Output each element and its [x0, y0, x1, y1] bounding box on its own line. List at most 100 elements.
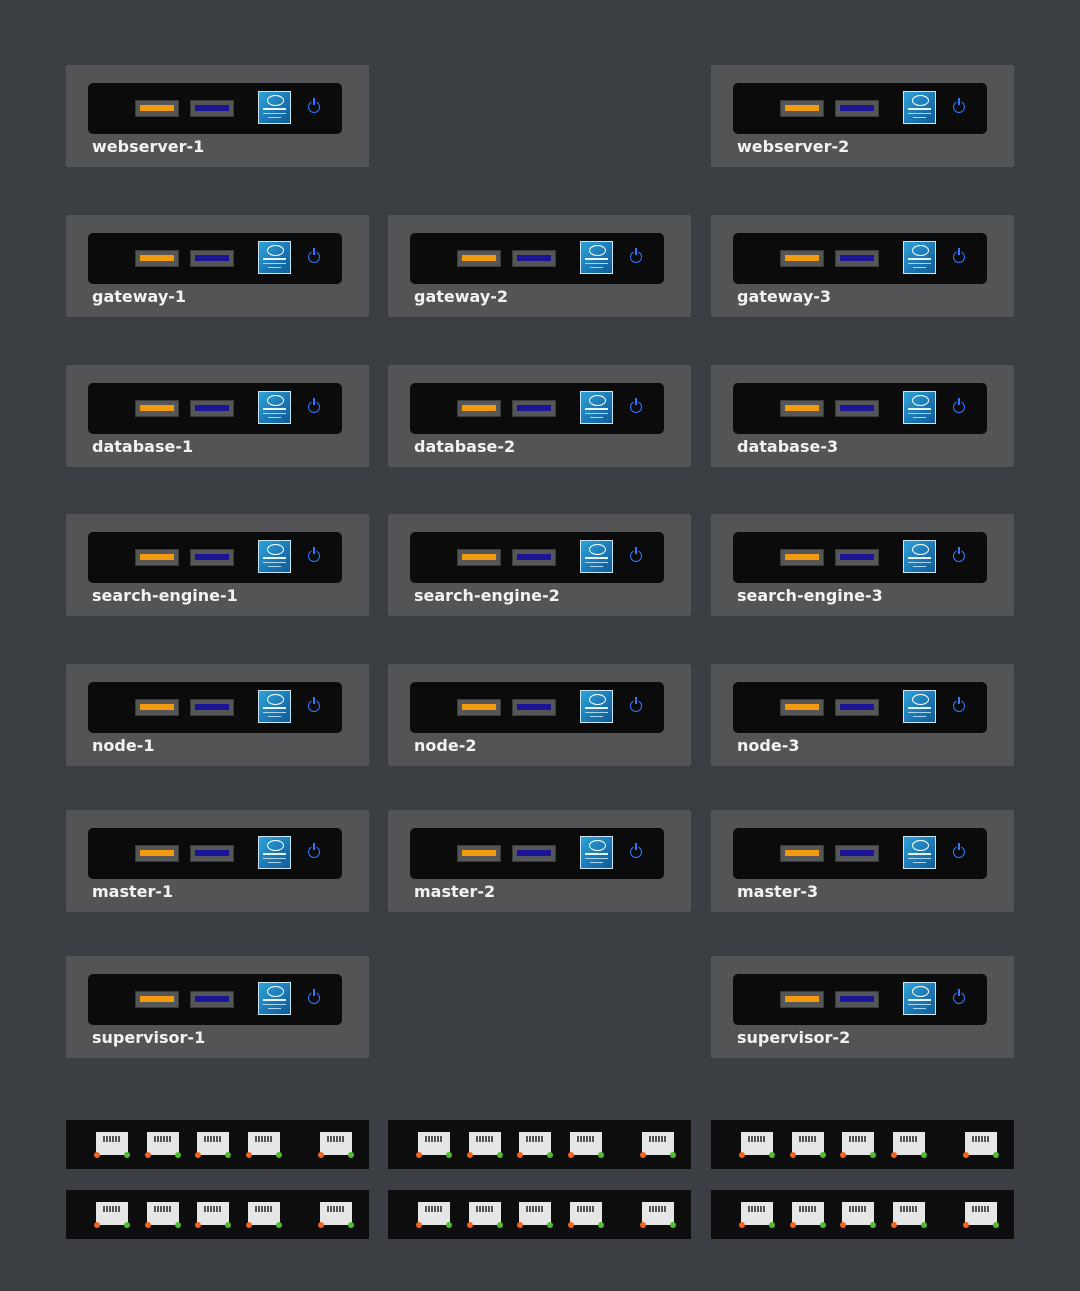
server-label: webserver-1 [92, 137, 205, 156]
ethernet-port-icon[interactable] [517, 1202, 553, 1228]
ethernet-port-icon[interactable] [246, 1202, 282, 1228]
server-database-3[interactable]: database-3 [711, 365, 1014, 467]
server-label: database-1 [92, 437, 194, 456]
network-switch [66, 1120, 369, 1169]
server-search-engine-2[interactable]: search-engine-2 [388, 514, 691, 616]
server-bezel [410, 532, 664, 583]
ethernet-port-icon[interactable] [840, 1202, 876, 1228]
usb-port-orange [135, 549, 179, 566]
ethernet-port-icon[interactable] [739, 1132, 775, 1158]
usb-port-blue [835, 100, 879, 117]
server-master-2[interactable]: master-2 [388, 810, 691, 912]
usb-port-blue [190, 699, 234, 716]
server-label: master-2 [414, 882, 496, 901]
ethernet-port-icon[interactable] [94, 1202, 130, 1228]
power-icon[interactable] [953, 398, 965, 413]
server-bezel [88, 828, 342, 879]
server-node-2[interactable]: node-2 [388, 664, 691, 766]
power-icon[interactable] [953, 843, 965, 858]
server-webserver-1[interactable]: webserver-1 [66, 65, 369, 167]
ethernet-port-icon[interactable] [318, 1132, 354, 1158]
power-icon[interactable] [953, 697, 965, 712]
usb-port-orange [135, 991, 179, 1008]
ethernet-port-icon[interactable] [640, 1202, 676, 1228]
server-gateway-1[interactable]: gateway-1 [66, 215, 369, 317]
ethernet-port-icon[interactable] [318, 1202, 354, 1228]
ethernet-port-icon[interactable] [416, 1202, 452, 1228]
power-icon[interactable] [308, 697, 320, 712]
power-icon[interactable] [308, 248, 320, 263]
usb-port-orange [780, 991, 824, 1008]
server-label: gateway-3 [737, 287, 832, 306]
power-icon[interactable] [630, 248, 642, 263]
intel-celeron-badge-icon [903, 982, 936, 1015]
ethernet-port-icon[interactable] [790, 1202, 826, 1228]
server-bezel [410, 828, 664, 879]
network-switch [388, 1190, 691, 1239]
ethernet-port-icon[interactable] [246, 1132, 282, 1158]
power-icon[interactable] [953, 989, 965, 1004]
server-node-3[interactable]: node-3 [711, 664, 1014, 766]
server-gateway-3[interactable]: gateway-3 [711, 215, 1014, 317]
server-label: supervisor-1 [92, 1028, 206, 1047]
power-icon[interactable] [308, 398, 320, 413]
usb-port-orange [457, 549, 501, 566]
ethernet-port-icon[interactable] [640, 1132, 676, 1158]
ethernet-port-icon[interactable] [467, 1202, 503, 1228]
ethernet-port-icon[interactable] [94, 1132, 130, 1158]
power-icon[interactable] [630, 398, 642, 413]
usb-port-orange [780, 699, 824, 716]
ethernet-port-icon[interactable] [739, 1202, 775, 1228]
server-search-engine-1[interactable]: search-engine-1 [66, 514, 369, 616]
server-search-engine-3[interactable]: search-engine-3 [711, 514, 1014, 616]
usb-port-blue [512, 845, 556, 862]
ethernet-port-icon[interactable] [195, 1132, 231, 1158]
server-webserver-2[interactable]: webserver-2 [711, 65, 1014, 167]
power-icon[interactable] [953, 547, 965, 562]
power-icon[interactable] [308, 989, 320, 1004]
server-database-2[interactable]: database-2 [388, 365, 691, 467]
ethernet-port-icon[interactable] [145, 1202, 181, 1228]
power-icon[interactable] [953, 248, 965, 263]
server-supervisor-1[interactable]: supervisor-1 [66, 956, 369, 1058]
server-bezel [410, 383, 664, 434]
server-master-3[interactable]: master-3 [711, 810, 1014, 912]
server-node-1[interactable]: node-1 [66, 664, 369, 766]
ethernet-port-icon[interactable] [195, 1202, 231, 1228]
power-icon[interactable] [630, 547, 642, 562]
power-icon[interactable] [630, 697, 642, 712]
usb-port-blue [190, 400, 234, 417]
ethernet-port-icon[interactable] [840, 1132, 876, 1158]
ethernet-port-icon[interactable] [963, 1202, 999, 1228]
server-database-1[interactable]: database-1 [66, 365, 369, 467]
ethernet-port-icon[interactable] [568, 1132, 604, 1158]
server-supervisor-2[interactable]: supervisor-2 [711, 956, 1014, 1058]
usb-port-orange [135, 400, 179, 417]
ethernet-port-icon[interactable] [891, 1202, 927, 1228]
ethernet-port-icon[interactable] [467, 1132, 503, 1158]
server-label: webserver-2 [737, 137, 850, 156]
power-icon[interactable] [953, 98, 965, 113]
server-bezel [88, 974, 342, 1025]
ethernet-port-icon[interactable] [568, 1202, 604, 1228]
server-label: node-2 [414, 736, 477, 755]
server-master-1[interactable]: master-1 [66, 810, 369, 912]
power-icon[interactable] [308, 843, 320, 858]
ethernet-port-icon[interactable] [145, 1132, 181, 1158]
intel-celeron-badge-icon [580, 836, 613, 869]
server-label: gateway-2 [414, 287, 509, 306]
usb-port-orange [780, 549, 824, 566]
ethernet-port-icon[interactable] [891, 1132, 927, 1158]
usb-port-blue [512, 699, 556, 716]
intel-celeron-badge-icon [580, 690, 613, 723]
server-label: gateway-1 [92, 287, 187, 306]
ethernet-port-icon[interactable] [963, 1132, 999, 1158]
power-icon[interactable] [308, 547, 320, 562]
ethernet-port-icon[interactable] [517, 1132, 553, 1158]
ethernet-port-icon[interactable] [416, 1132, 452, 1158]
power-icon[interactable] [630, 843, 642, 858]
server-gateway-2[interactable]: gateway-2 [388, 215, 691, 317]
power-icon[interactable] [308, 98, 320, 113]
usb-port-blue [512, 250, 556, 267]
ethernet-port-icon[interactable] [790, 1132, 826, 1158]
